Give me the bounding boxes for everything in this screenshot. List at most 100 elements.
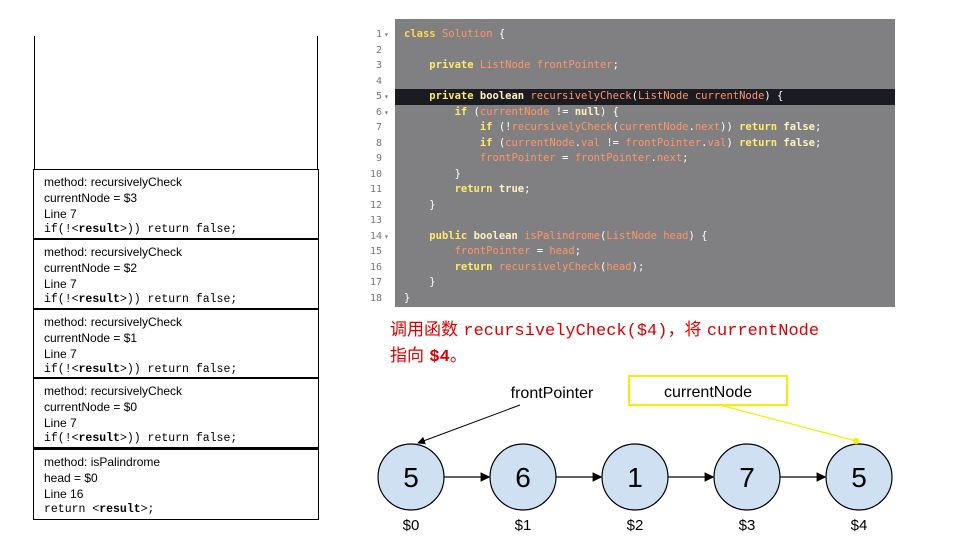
stack-frame: method: recursivelyCheck currentNode = $… [33,239,319,309]
frame-variable: currentNode = $3 [44,191,138,205]
code-text: if (currentNode != null) { [454,105,619,118]
line-number: 2 [375,44,382,56]
code-line: 13 [360,213,895,229]
code-text: if (currentNode.val != frontPointer.val)… [479,136,822,149]
frame-variable: currentNode = $2 [44,261,138,275]
node-label: $4 [851,517,868,534]
code-text: return true; [454,183,531,195]
caption-text: 。 [449,346,467,366]
node-value: 7 [739,462,755,493]
caption-code: recursivelyCheck($4) [463,322,668,341]
line-number: 11 [369,184,382,195]
list-node [601,443,669,511]
stack-frame: method: recursivelyCheck currentNode = $… [33,378,319,448]
code-line: 2 [360,43,895,59]
code-text: return recursivelyCheck(head); [454,260,645,273]
line-number: 1 [375,29,382,40]
code-line: 7 if (!recursivelyCheck(currentNode.next… [360,120,895,136]
code-line: 15 frontPointer = head; [360,244,895,260]
code-line: 1▾ class Solution { [360,27,895,43]
frame-method: method: recursivelyCheck [44,245,183,259]
frame-code: if(!<result>)) return false; [44,363,238,376]
front-pointer-label: frontPointer [511,385,594,402]
line-number: 14 [369,230,382,242]
frame-variable: head = $0 [44,471,98,485]
fold-icon[interactable]: ▾ [384,107,389,117]
node-value: 5 [403,462,419,493]
fold-icon[interactable]: ▾ [384,92,389,101]
node-label: $0 [403,517,420,534]
code-line: 10 } [360,167,895,183]
code-text: frontPointer = head; [454,245,582,257]
code-text: } [404,276,436,288]
line-number: 6 [375,106,382,118]
code-line: 18} [360,291,895,307]
frame-code: if(!<result>)) return false; [44,432,238,445]
code-text: } [404,291,411,304]
line-number: 10 [369,168,382,180]
frame-code: return <result>; [44,503,155,516]
step-caption: 调用函数 recursivelyCheck($4)，将 currentNode … [390,318,930,370]
frame-line: Line 7 [44,277,77,291]
current-node-arrow [719,404,860,445]
caption-code: $4 [429,348,450,367]
code-line: 6▾ if (currentNode != null) { [360,105,895,121]
list-node [713,443,781,511]
line-number: 5 [375,91,382,102]
stack-frame: method: recursivelyCheck currentNode = $… [33,169,319,239]
line-number: 4 [375,75,382,87]
frame-method: method: isPalindrome [44,455,161,469]
line-number: 16 [369,261,382,273]
code-line: 17 } [360,275,895,291]
frame-method: method: recursivelyCheck [44,384,183,398]
frame-line: Line 7 [44,347,77,361]
frame-method: method: recursivelyCheck [44,315,183,329]
code-line: 16 return recursivelyCheck(head); [360,260,895,276]
list-node [377,443,445,511]
code-text: frontPointer = frontPointer.next; [479,152,689,164]
frame-line: Line 7 [44,207,77,221]
current-node-label: currentNode [664,384,752,401]
line-gutter [360,19,395,307]
code-text: } [404,167,461,180]
frame-code: if(!<result>)) return false; [44,223,238,236]
node-label: $3 [739,517,756,534]
stack-frame: method: isPalindrome head = $0 Line 16 r… [33,448,319,520]
stack-frame: method: recursivelyCheck currentNode = $… [33,309,319,378]
line-number: 9 [375,153,382,164]
list-node [489,443,557,511]
code-line: 14▾ public boolean isPalindrome(ListNode… [360,229,895,245]
line-number: 8 [375,137,382,149]
line-number: 12 [369,199,382,211]
caption-text: 调用函数 [390,320,464,340]
line-number: 15 [369,246,382,257]
fold-icon[interactable]: ▾ [384,30,389,39]
code-text: class Solution { [404,28,506,40]
node-label: $2 [627,517,644,534]
line-number: 3 [375,60,382,71]
frame-code: if(!<result>)) return false; [44,293,238,306]
line-number: 17 [369,277,382,288]
code-line: 8 if (currentNode.val != frontPointer.va… [360,136,895,152]
frame-line: Line 16 [44,487,84,501]
line-number: 13 [369,215,382,226]
caption-text: 指向 [390,346,430,366]
code-text: } [404,198,436,211]
line-number: 18 [369,292,382,304]
front-pointer-arrow [417,404,521,445]
node-label: $1 [515,517,532,534]
code-line: 4 [360,74,895,90]
code-line: 12 } [360,198,895,214]
fold-icon[interactable]: ▾ [384,231,389,241]
node-value: 1 [627,462,643,493]
code-line: 9 frontPointer = frontPointer.next; [360,151,895,167]
code-line: 3 private ListNode frontPointer; [360,58,895,74]
frame-line: Line 7 [44,416,77,430]
current-line-highlight [395,89,895,105]
frame-method: method: recursivelyCheck [44,175,183,189]
node-value: 6 [515,462,531,493]
code-background [395,19,895,307]
code-line: 5▾ private boolean recursivelyCheck(List… [360,89,895,105]
